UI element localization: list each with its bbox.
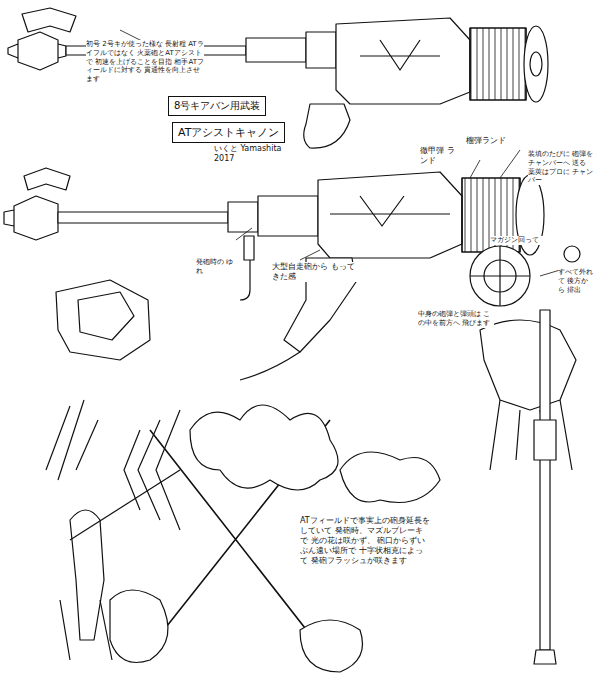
note-text: すべて外れて 後方から 排出	[558, 268, 594, 294]
note-text: ATフィールドで事実上の砲身延長をしていて 発砲時、マズルブレーキで 光の花は咲…	[300, 516, 430, 566]
note-text: 初号 2号キが使った様な 長射程 ATライフルではなく 火薬砲とATアシストで …	[86, 40, 204, 84]
box-text: 8号キアバン用武装	[174, 99, 260, 113]
note-text: マガジン回って	[490, 236, 560, 245]
title-box: 8号キアバン用武装	[168, 96, 266, 116]
note-text: 徹甲弾 ランド	[420, 146, 460, 166]
title-box: ATアシストキャノン	[172, 122, 285, 143]
note-text: 装填のたびに 砲弾をチャンバーへ 送る 薬莢はプロに チャンバー	[528, 150, 594, 185]
note-text: 中身の砲弾と弾頭は この中を前方へ 飛びます	[418, 310, 494, 328]
note-text: 大型自走砲から もってきた感	[272, 262, 362, 282]
note-text: 発砲時の ゆれ	[196, 258, 240, 276]
note-text: いくと Yamashita 2017	[214, 144, 294, 164]
box-text: ATアシストキャノン	[178, 125, 279, 140]
note-text: 榴弾ランド	[466, 136, 526, 146]
